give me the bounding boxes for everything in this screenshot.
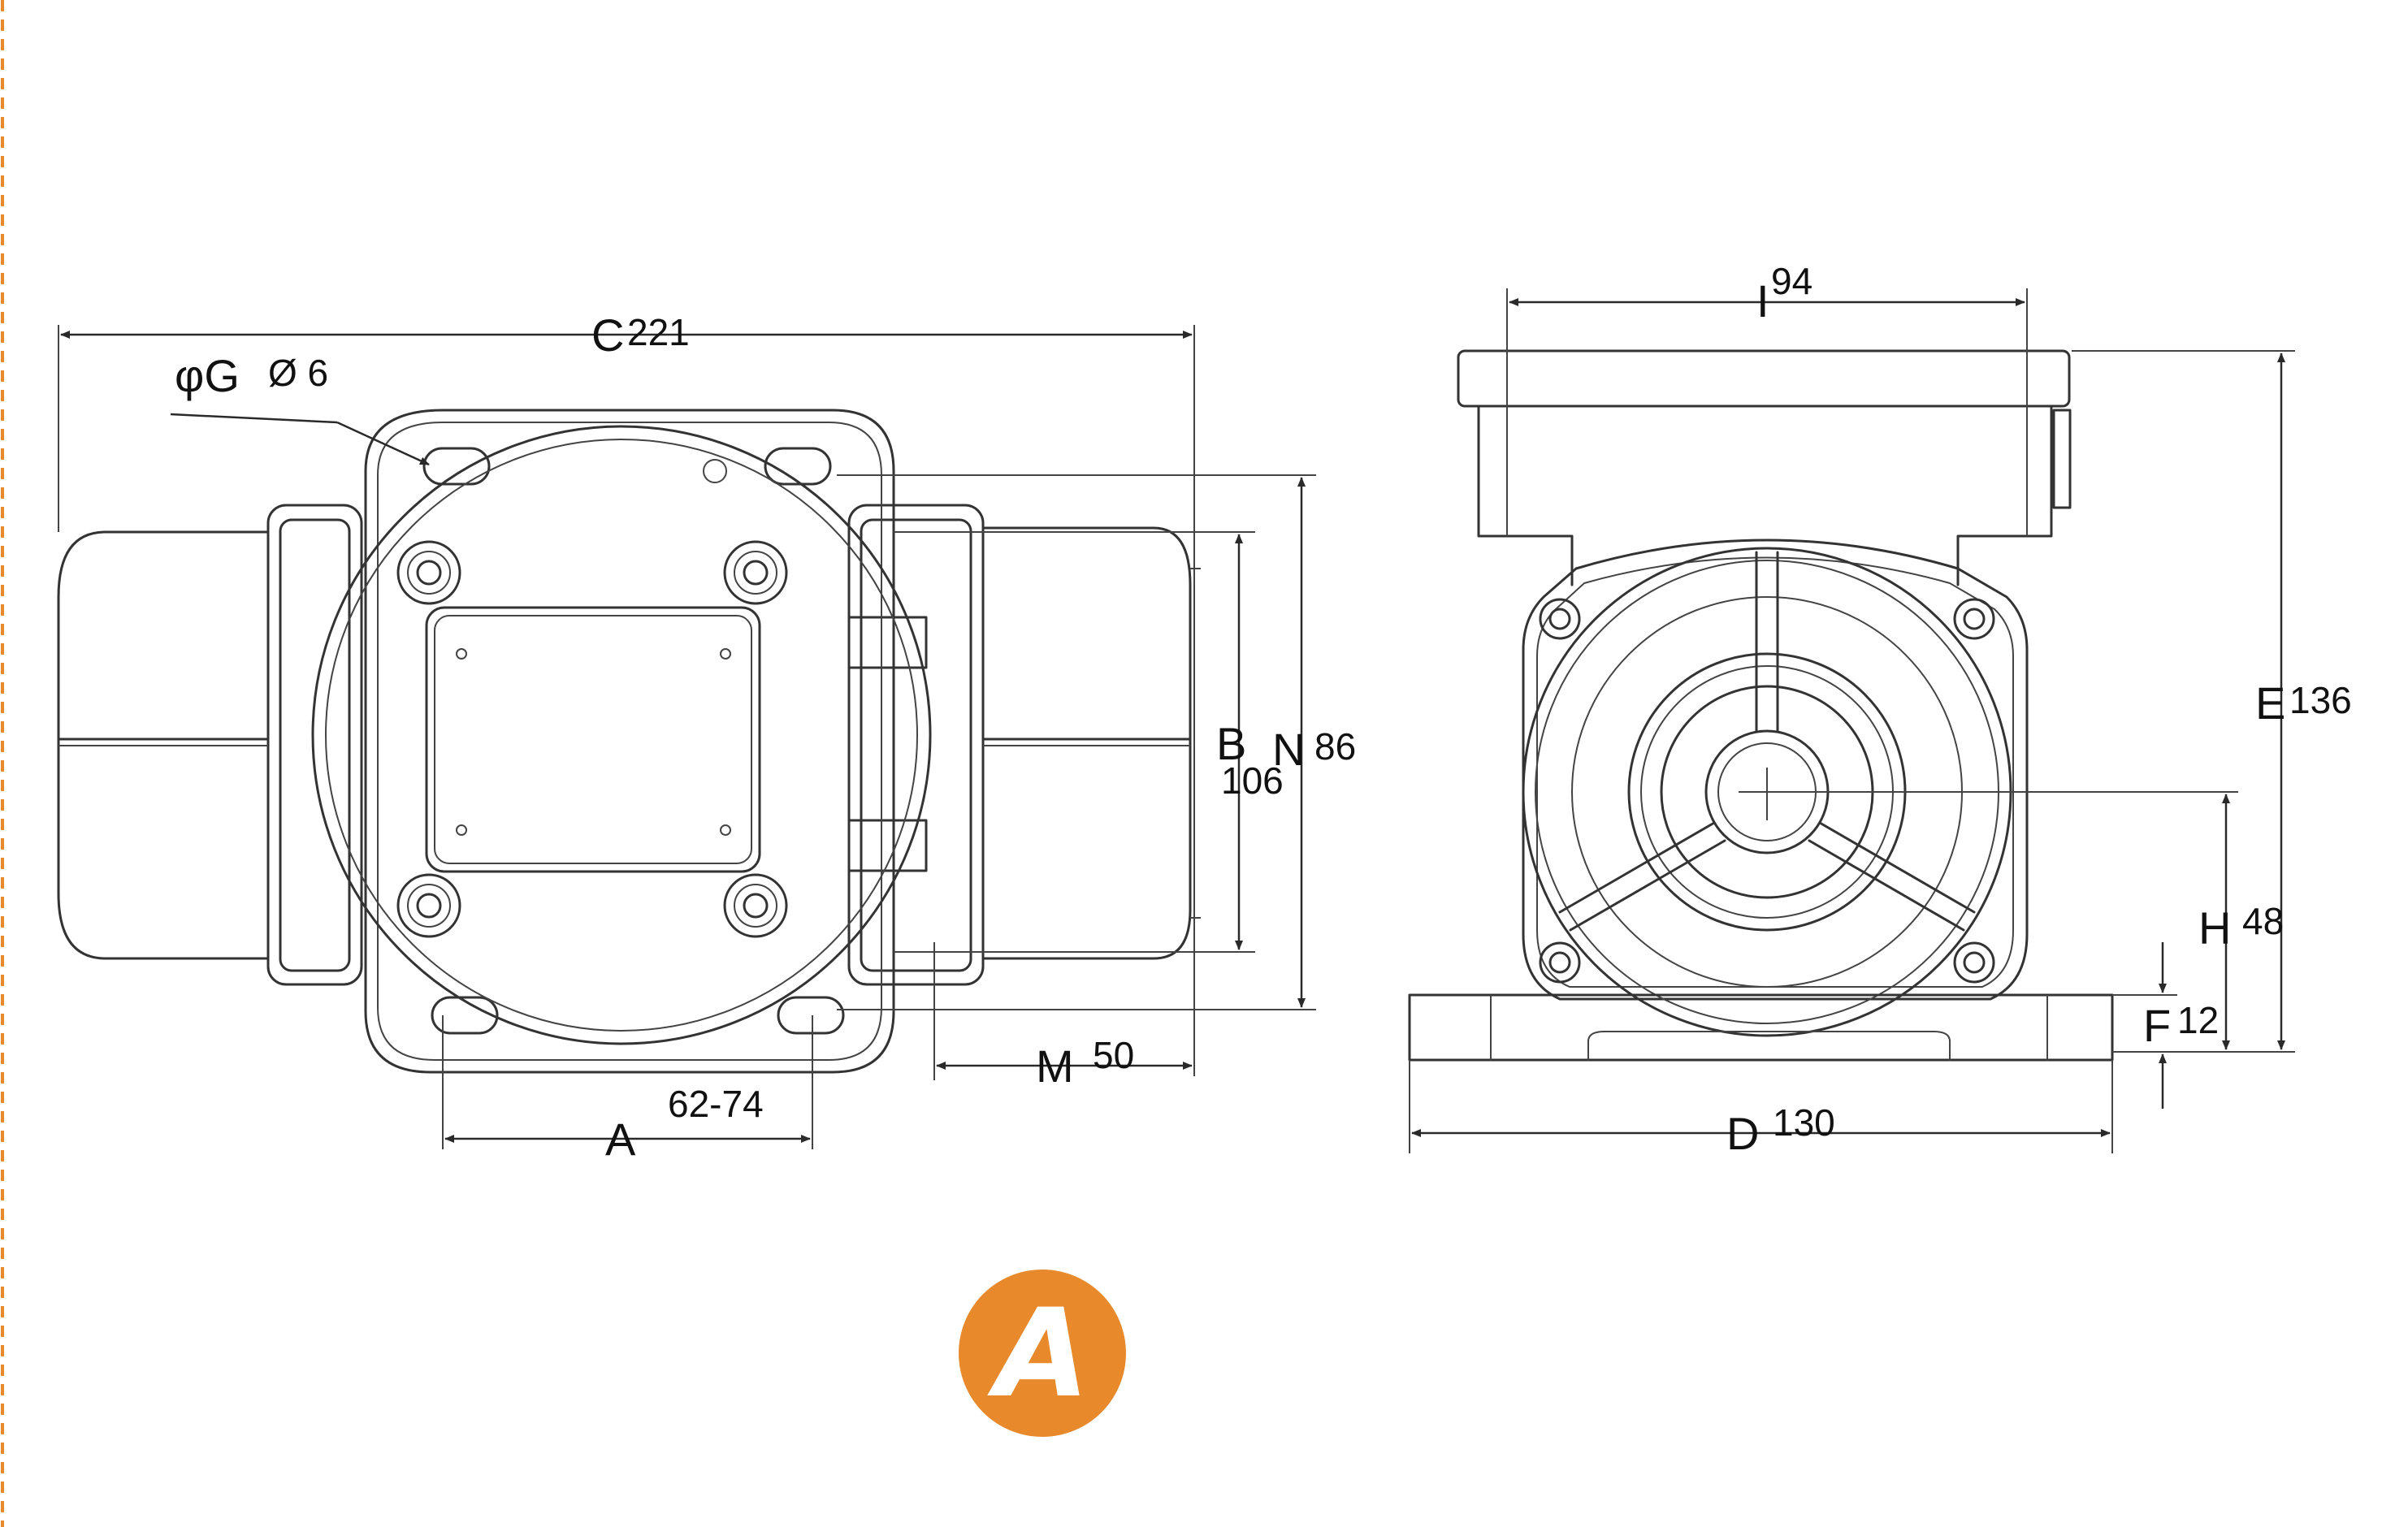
dimension-c: C 221 — [58, 309, 1195, 1076]
model-badge: A — [959, 1270, 1126, 1437]
dimension-n-letter: N — [1272, 724, 1305, 775]
dimension-d: D 130 — [1409, 1060, 2113, 1159]
dimension-g-value: Ø 6 — [268, 352, 328, 394]
dimension-f-value: 12 — [2177, 999, 2219, 1041]
dimension-c-letter: C — [591, 309, 624, 361]
mount-slot — [422, 447, 491, 486]
dimension-g-letter: φG — [175, 350, 240, 401]
dimension-h: H 48 — [1795, 791, 2284, 1050]
terminal-box-front — [1457, 349, 2072, 586]
dimension-b-value: 106 — [1221, 759, 1284, 802]
bolt — [1539, 598, 1581, 640]
dimension-f: F 12 — [2112, 942, 2219, 1109]
dimension-e-value: 136 — [2289, 679, 2352, 721]
bolt — [1953, 598, 1995, 640]
dimension-b-letter: B — [1216, 718, 1246, 769]
mounting-plate — [364, 409, 895, 1074]
dimension-d-value: 130 — [1773, 1101, 1835, 1144]
base-feet — [1408, 993, 2114, 1062]
dimension-i-value: 94 — [1771, 260, 1812, 302]
dimension-i: I 94 — [1506, 260, 2028, 536]
dimension-m-value: 50 — [1093, 1034, 1134, 1076]
dimension-a: A 62-74 — [442, 1015, 813, 1165]
bolt — [723, 873, 788, 938]
dimension-e-letter: E — [2255, 677, 2285, 729]
dimension-a-value: 62-74 — [668, 1083, 764, 1125]
dimension-h-value: 48 — [2242, 900, 2284, 942]
dimension-f-letter: F — [2143, 1000, 2171, 1051]
dimension-b: B 106 — [894, 531, 1284, 953]
mount-slot — [777, 996, 845, 1035]
dimension-m: M 50 — [933, 942, 1193, 1092]
dimension-n-value: 86 — [1314, 725, 1356, 768]
dimension-e: E 136 — [2072, 350, 2352, 1053]
front-housing — [1522, 539, 2029, 1037]
bolt — [1953, 941, 1995, 984]
dimension-c-value: 221 — [627, 311, 690, 353]
housing-circle — [311, 425, 932, 1045]
bolt — [723, 540, 788, 605]
mount-slot — [764, 447, 832, 486]
front-view: I 94 E 136 H 48 F 12 — [1408, 260, 2352, 1159]
dimension-n: N 86 — [837, 474, 1356, 1010]
bolt — [1539, 941, 1581, 984]
dimension-d-letter: D — [1726, 1108, 1759, 1159]
model-badge-label: A — [987, 1283, 1089, 1425]
dimension-g: φG Ø 6 — [170, 350, 430, 466]
terminal-box — [425, 606, 761, 873]
dimension-m-letter: M — [1036, 1040, 1074, 1092]
dimension-a-letter: A — [605, 1114, 636, 1165]
left-motor-body — [57, 504, 363, 986]
dimension-i-letter: I — [1756, 275, 1769, 327]
mount-slot — [431, 996, 499, 1035]
right-motor-body — [847, 504, 1201, 986]
bolt — [396, 873, 461, 938]
dimension-h-letter: H — [2198, 902, 2231, 954]
bolt — [396, 540, 461, 605]
top-view: C 221 φG Ø 6 B 106 N 86 — [57, 309, 1356, 1165]
